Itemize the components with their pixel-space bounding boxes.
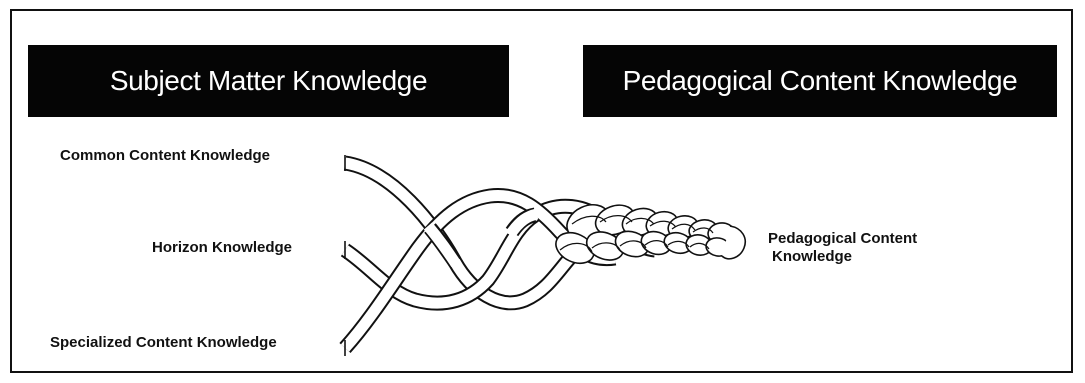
braid-crossing-overlays: [423, 207, 539, 268]
pedagogical-content-knowledge-header: Pedagogical Content Knowledge: [583, 45, 1057, 117]
pedagogical-content-knowledge-title: Pedagogical Content Knowledge: [622, 65, 1018, 96]
horizon-knowledge-label: Horizon Knowledge: [152, 239, 292, 256]
braid-inner-lines: [559, 215, 714, 253]
common-content-knowledge-label: Common Content Knowledge: [60, 147, 270, 164]
pck-label-line2: Knowledge: [772, 248, 853, 265]
braid-tight-section: [555, 203, 746, 265]
specialized-content-knowledge-label: Specialized Content Knowledge: [50, 334, 277, 351]
pck-label-line1: Pedagogical Content: [768, 230, 918, 247]
subject-matter-knowledge-header: Subject Matter Knowledge: [28, 45, 509, 117]
subject-matter-knowledge-title: Subject Matter Knowledge: [109, 65, 428, 96]
pedagogical-content-knowledge-label: Pedagogical Content Knowledge: [768, 230, 917, 266]
